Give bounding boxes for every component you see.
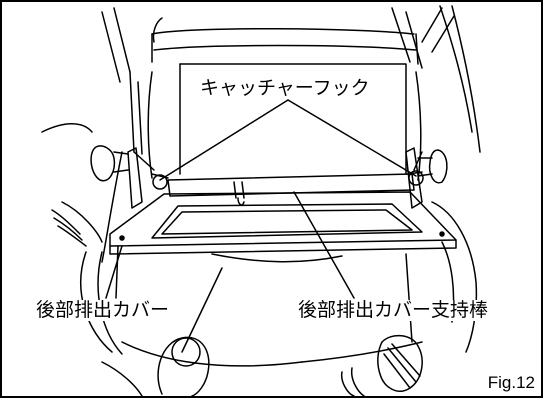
catcher-hook-label: キャッチャーフック: [198, 77, 372, 99]
leader-lines: [105, 99, 417, 299]
right-side-chassis: [405, 147, 478, 353]
handle-frame: [101, 5, 481, 153]
support-rod: [151, 170, 424, 206]
lower-body: [101, 253, 423, 396]
figure-number: Fig.12: [487, 373, 535, 392]
rear-discharge-cover-label: 後部排出カバー: [34, 299, 172, 321]
support-rod-label: 後部排出カバー支持棒: [296, 299, 491, 321]
rear-discharge-cover: [109, 191, 457, 263]
grass-bag: [129, 63, 423, 181]
